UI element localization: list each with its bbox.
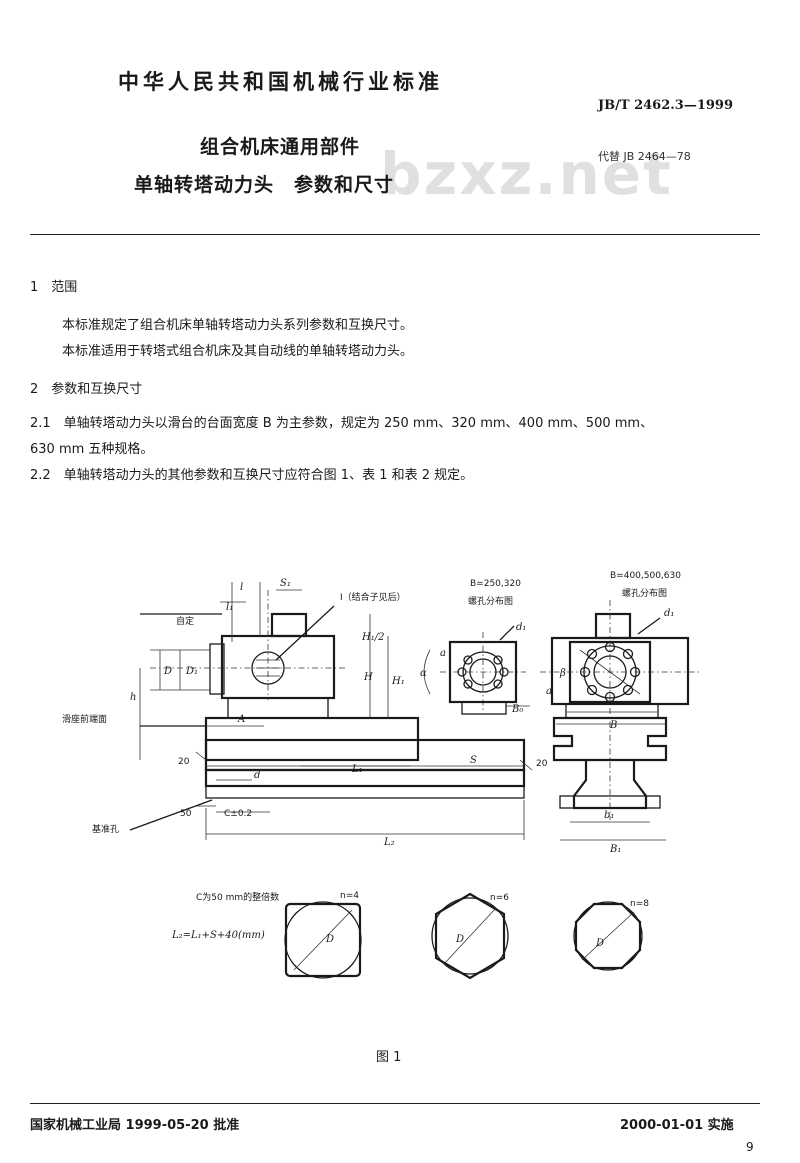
- label-B0: B₀: [511, 704, 523, 715]
- label-bolt-small: B=250,320: [470, 579, 521, 589]
- label-dim-50: 50: [180, 809, 192, 819]
- end-view: [540, 600, 700, 841]
- bolt-pattern-small: [423, 625, 530, 715]
- label-H: H: [363, 672, 373, 683]
- coupling-square: [284, 901, 362, 979]
- label-D-oct: D: [595, 938, 604, 949]
- label-d1-large: d₁: [664, 608, 674, 619]
- side-view: [129, 582, 533, 840]
- slide-foot: [205, 785, 525, 799]
- label-d1-small: d₁: [516, 622, 526, 633]
- figure-caption: 图 1: [376, 1050, 402, 1065]
- end-motor: [594, 612, 632, 640]
- label-bolt-large-2: 螺孔分布图: [622, 587, 667, 599]
- label-n4: n=4: [340, 891, 359, 901]
- label-D-hex: D: [455, 934, 464, 945]
- label-l1: l₁: [226, 602, 233, 613]
- effective-date: 2000-01-01 实施: [620, 1118, 734, 1133]
- clause-2-1-continued: 630 mm 五种规格。: [30, 442, 154, 457]
- coupling-octagon: [573, 901, 643, 971]
- label-bolt-small-2: 螺孔分布图: [468, 595, 513, 607]
- section-2-heading: 2 参数和互换尺寸: [30, 382, 143, 397]
- label-S1: S₁: [280, 578, 291, 589]
- document-title-line1: 组合机床通用部件: [200, 136, 361, 158]
- label-d: d: [254, 770, 260, 781]
- page-number: 9: [746, 1140, 754, 1154]
- approval-note: 国家机械工业局 1999-05-20 批准: [30, 1118, 240, 1133]
- label-L1: L₁: [351, 764, 363, 775]
- label-H1: H₁: [391, 676, 405, 687]
- label-note-c: C为50 mm的整倍数: [196, 891, 279, 903]
- motor-block: [270, 612, 308, 638]
- label-D-square: D: [325, 934, 334, 945]
- standard-body-title: 中华人民共和国机械行业标准: [118, 70, 443, 94]
- label-S: S: [470, 755, 477, 766]
- label-a-small: a: [440, 648, 446, 659]
- clause-2-2: 2.2 单轴转塔动力头的其他参数和互换尺寸应符合图 1、表 1 和表 2 规定。: [30, 468, 474, 483]
- label-a-large: a: [546, 686, 552, 697]
- replaces-note: 代替 JB 2464—78: [598, 150, 691, 163]
- label-zhongding: 自定: [176, 615, 194, 627]
- label-B: B: [609, 720, 617, 731]
- label-l: l: [240, 582, 243, 593]
- watermark: bzxz.net: [380, 140, 673, 208]
- label-D: D: [163, 666, 172, 677]
- label-L2: L₂: [383, 837, 395, 848]
- standard-code: JB/T 2462.3—1999: [598, 98, 734, 113]
- label-detail-I: I（结合子见后）: [340, 591, 406, 603]
- section-1-heading: 1 范围: [30, 280, 78, 295]
- label-dim-20b: 20: [536, 759, 548, 769]
- end-slide: [552, 716, 668, 762]
- label-A: A: [237, 714, 245, 725]
- label-H1-2: H₁/2: [361, 632, 384, 643]
- label-n8: n=8: [630, 899, 649, 909]
- label-bolt-large: B=400,500,630: [610, 571, 681, 581]
- label-n6: n=6: [490, 893, 509, 903]
- label-dim-c: C±0.2: [224, 809, 252, 819]
- label-front-face: 滑座前端面: [62, 713, 107, 725]
- label-pin-hole: 基准孔: [92, 823, 119, 835]
- header-rule: [30, 234, 760, 235]
- label-D1: D₁: [185, 666, 198, 677]
- label-b1: b₁: [604, 810, 614, 821]
- section-1-paragraph-2: 本标准适用于转塔式组合机床及其自动线的单轴转塔动力头。: [62, 344, 414, 359]
- coupling-hexagon: [431, 892, 509, 980]
- clause-2-1: 2.1 单轴转塔动力头以滑台的台面宽度 B 为主参数，规定为 250 mm、32…: [30, 416, 654, 431]
- label-dim-20a: 20: [178, 757, 190, 767]
- document-title-line2: 单轴转塔动力头 参数和尺寸: [134, 174, 395, 196]
- spindle-nose: [209, 643, 225, 695]
- label-h: h: [130, 692, 136, 703]
- label-alpha: α: [420, 668, 427, 679]
- section-1-paragraph-1: 本标准规定了组合机床单轴转塔动力头系列参数和互换尺寸。: [62, 318, 414, 333]
- turret-head: [220, 634, 336, 700]
- label-beta: β: [559, 668, 566, 679]
- label-B1: B₁: [609, 844, 621, 855]
- label-formula: L₂=L₁+S+40(mm): [171, 930, 265, 941]
- coupling-circle: [251, 651, 285, 685]
- footer-rule: [30, 1103, 760, 1104]
